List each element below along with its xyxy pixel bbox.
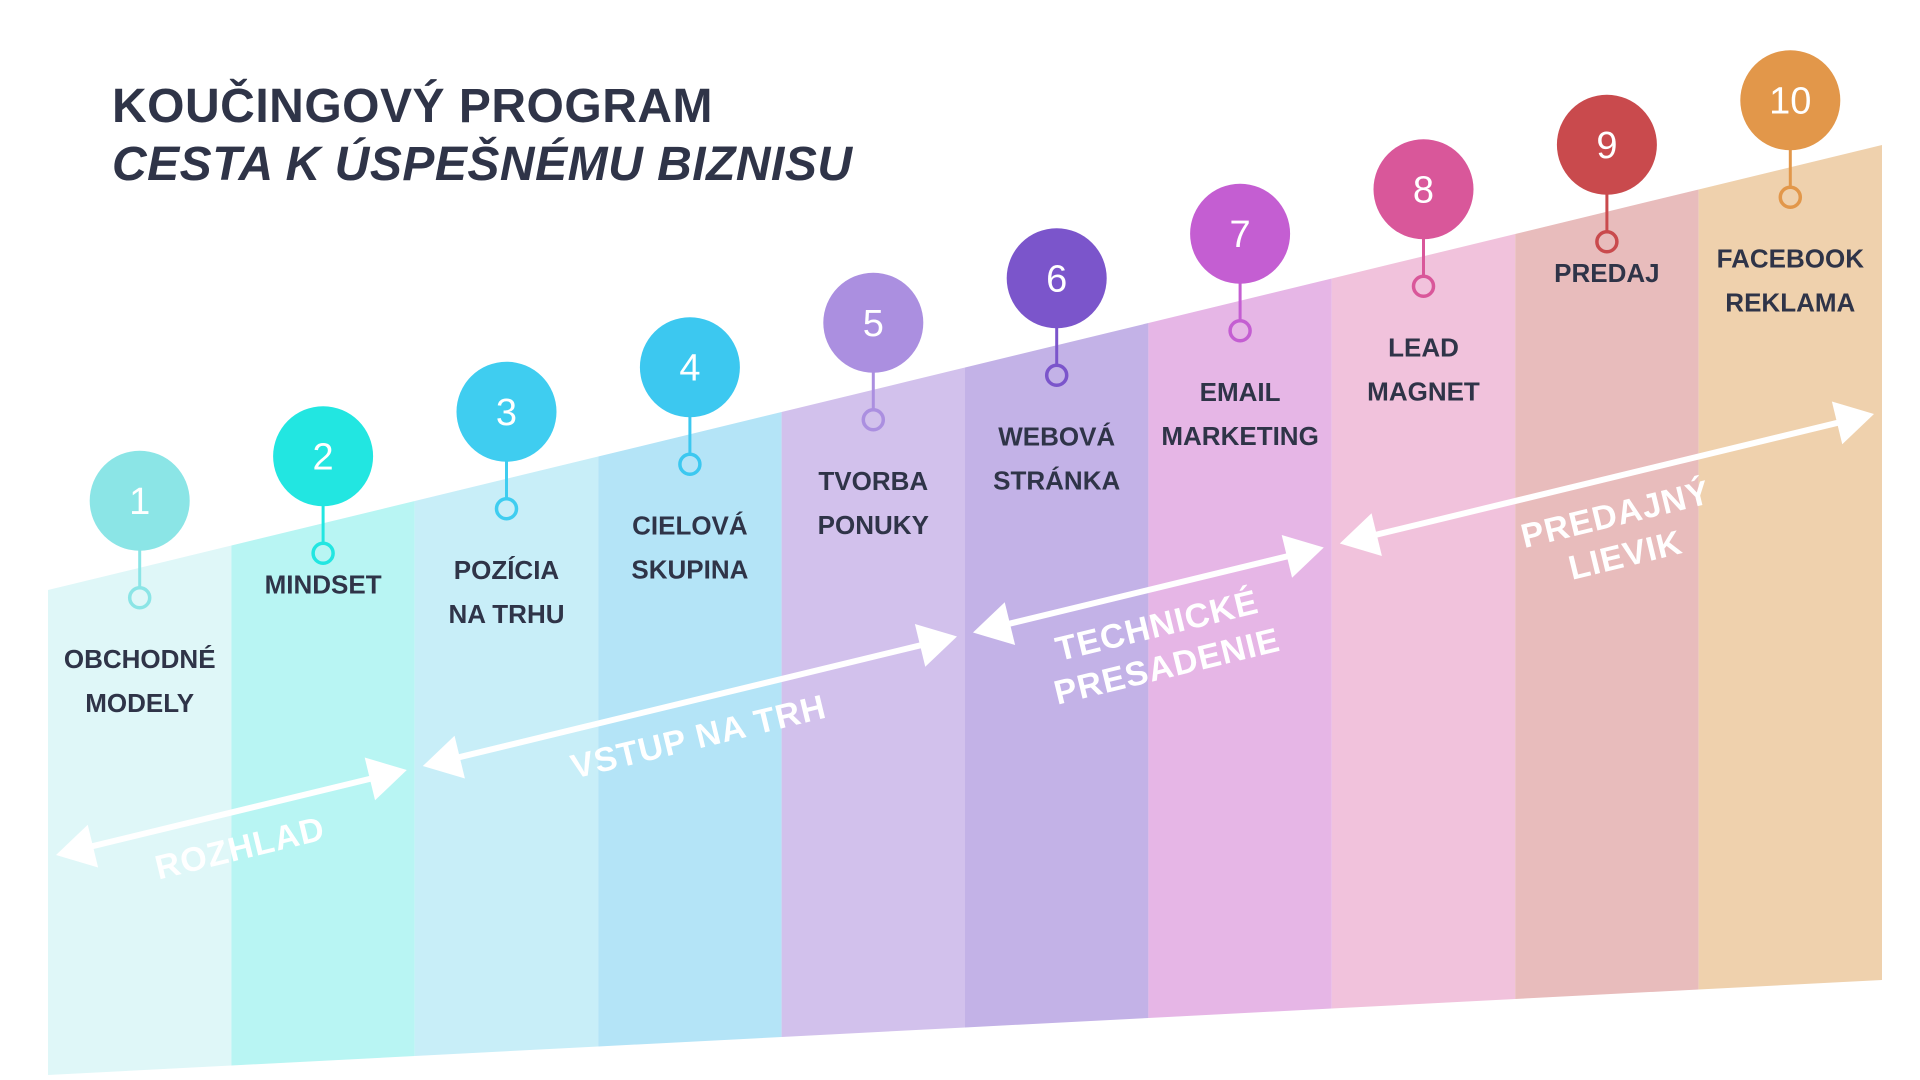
step-circle — [273, 406, 374, 507]
arrowhead-icon — [1339, 513, 1382, 556]
step-circle — [823, 272, 924, 373]
step-number: 9 — [1596, 125, 1617, 167]
ring-icon — [1595, 230, 1619, 254]
step-circle — [89, 450, 190, 551]
step-band — [48, 545, 232, 1075]
step-band — [598, 412, 782, 1047]
step-number: 4 — [679, 347, 700, 389]
arrowhead-icon — [1831, 401, 1874, 445]
ring-icon — [127, 586, 152, 610]
arrowhead-icon — [914, 624, 957, 667]
step-number: 8 — [1413, 169, 1434, 211]
ring-icon — [311, 541, 335, 565]
step-band — [1698, 145, 1882, 990]
page-title: KOUČINGOVÝ PROGRAM CESTA K ÚSPEŠNÉMU BIZ… — [112, 78, 853, 194]
step-label: FACEBOOK — [1717, 243, 1865, 273]
ring-icon — [678, 452, 702, 476]
ring-icon — [494, 497, 519, 521]
step-number: 7 — [1230, 214, 1251, 256]
step-number: 5 — [863, 303, 884, 345]
arrowhead-icon — [973, 602, 1016, 645]
step-circle — [1373, 139, 1474, 240]
step-number: 10 — [1769, 80, 1811, 122]
title-main: KOUČINGOVÝ PROGRAM — [112, 80, 714, 133]
step-label: EMAIL — [1200, 377, 1281, 407]
step-label: MODELY — [85, 688, 194, 718]
step-band — [231, 501, 415, 1066]
step-band — [1148, 278, 1332, 1018]
step-bands — [48, 145, 1882, 1075]
title-subtitle: CESTA K ÚSPEŠNÉMU BIZNISU — [112, 138, 853, 191]
step-label: OBCHODNÉ — [64, 644, 216, 674]
step-circle — [1556, 94, 1657, 195]
step-label: PONUKY — [818, 510, 929, 540]
ring-icon — [1228, 319, 1252, 343]
arrowhead-icon — [1281, 535, 1324, 578]
ring-icon — [1411, 274, 1436, 298]
arrowhead-icon — [422, 735, 465, 779]
step-circle — [1190, 183, 1291, 284]
arrowhead-icon — [364, 757, 407, 801]
step-band — [414, 456, 599, 1056]
phase-line — [441, 638, 939, 765]
step-number: 3 — [496, 392, 517, 434]
step-label: TVORBA — [818, 466, 928, 496]
step-label: SKUPINA — [631, 554, 748, 584]
step-circle — [1006, 228, 1107, 329]
step-label: STRÁNKA — [993, 465, 1120, 495]
step-label: PREDAJ — [1554, 258, 1659, 288]
step-circle — [1740, 50, 1841, 151]
step-label: LEAD — [1388, 332, 1459, 362]
step-number: 6 — [1046, 258, 1067, 300]
ring-icon — [861, 408, 886, 432]
step-label: REKLAMA — [1725, 287, 1855, 317]
ring-icon — [1044, 363, 1069, 387]
step-band — [781, 367, 965, 1037]
step-label: MINDSET — [265, 569, 382, 599]
step-label: NA TRHU — [448, 599, 564, 629]
phase-line — [1358, 415, 1856, 542]
phase-arrow: ROZHLAD — [56, 757, 407, 887]
step-label: MARKETING — [1161, 421, 1318, 451]
phase-line — [991, 549, 1306, 631]
step-number: 1 — [129, 481, 150, 523]
step-label: CIELOVÁ — [632, 510, 748, 540]
phase-line — [74, 771, 389, 854]
step-label: MAGNET — [1367, 376, 1480, 406]
step-label: POZÍCIA — [454, 555, 560, 585]
arrowhead-icon — [56, 824, 99, 868]
step-circle — [456, 361, 557, 462]
step-band — [1331, 234, 1516, 1009]
step-band — [965, 323, 1149, 1028]
step-band — [1515, 189, 1699, 999]
ring-icon — [1778, 185, 1803, 209]
step-label: WEBOVÁ — [998, 421, 1115, 451]
step-circle — [639, 317, 740, 418]
step-number: 2 — [313, 436, 334, 478]
